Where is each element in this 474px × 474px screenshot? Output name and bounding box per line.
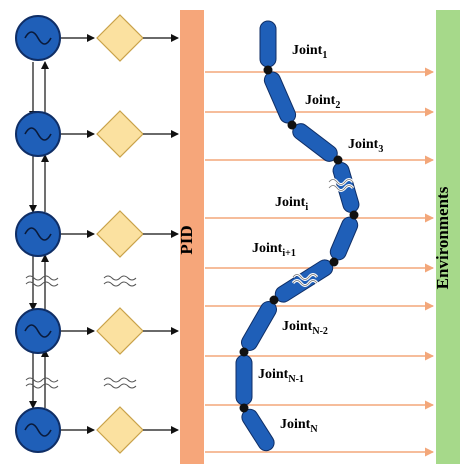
joint-label-subscript: 2	[335, 100, 340, 111]
robot-link	[235, 354, 253, 406]
robot-link	[240, 301, 278, 351]
joint-label-base: Joint	[275, 195, 306, 210]
robot-link	[329, 216, 359, 261]
wavy-break-icon	[103, 275, 137, 389]
controller-rows	[15, 14, 179, 454]
joint-dot	[333, 155, 343, 165]
joint-dot	[349, 210, 359, 220]
joint-label: JointN-1	[258, 367, 304, 385]
wavy-break-icon	[327, 178, 355, 192]
environment-bar	[436, 10, 460, 464]
joint-label-base: Joint	[258, 367, 289, 382]
joint-label-base: Joint	[305, 93, 336, 108]
joint-dot	[239, 403, 249, 413]
joint-dot	[263, 65, 273, 75]
joint-label-subscript: 3	[378, 144, 383, 155]
joint-label: JointN-2	[282, 319, 328, 337]
sine-oscillator-icon	[15, 308, 61, 354]
joint-label-base: Joint	[348, 137, 379, 152]
joint-label: Joint1	[292, 43, 327, 61]
controller-row	[15, 110, 179, 158]
joint-dot	[269, 295, 279, 305]
sine-oscillator-icon	[15, 211, 61, 257]
joint-label: Jointi	[275, 195, 308, 213]
diamond-icon	[96, 406, 144, 454]
joint-label-base: Joint	[252, 241, 283, 256]
joint-label-base: Joint	[280, 417, 311, 432]
diamond-icon	[96, 14, 144, 62]
controller-row	[15, 14, 179, 62]
robot-link	[263, 71, 297, 124]
joint-label: JointN	[280, 417, 318, 435]
robot-link	[259, 20, 277, 68]
robot-link	[241, 408, 275, 452]
sine-oscillator-icon	[15, 407, 61, 453]
joint-labels: Joint1Joint2Joint3JointiJointi+1JointN-2…	[252, 43, 383, 435]
sine-oscillator-icon	[15, 15, 61, 61]
environment-label: Environments	[433, 186, 452, 289]
diamond-icon	[96, 210, 144, 258]
joint-label-subscript: N-2	[312, 326, 328, 337]
wavy-break-icon	[291, 273, 319, 287]
joint-label: Joint2	[305, 93, 340, 111]
joint-label-subscript: i+1	[282, 248, 295, 259]
diamond-icon	[96, 110, 144, 158]
joint-label-subscript: i	[305, 202, 308, 213]
joint-label-subscript: N-1	[288, 374, 304, 385]
joint-label-subscript: 1	[322, 50, 327, 61]
diamond-icon	[96, 307, 144, 355]
joint-dot	[329, 257, 339, 267]
wavy-break-icon	[25, 275, 59, 389]
controller-row	[15, 307, 179, 355]
joint-label: Joint3	[348, 137, 383, 155]
joint-label: Jointi+1	[252, 241, 296, 259]
pid-label: PID	[177, 225, 196, 254]
sine-oscillator-icon	[15, 111, 61, 157]
joint-label-base: Joint	[292, 43, 323, 58]
robot-link	[274, 259, 334, 303]
joint-label-base: Joint	[282, 319, 313, 334]
pid-bar	[180, 10, 204, 464]
joint-label-subscript: N	[310, 424, 318, 435]
joint-dot	[239, 347, 249, 357]
joint-dot	[287, 120, 297, 130]
snake-robot	[235, 20, 360, 452]
controller-row	[15, 406, 179, 454]
controller-row	[15, 210, 179, 258]
robot-link	[292, 123, 338, 162]
